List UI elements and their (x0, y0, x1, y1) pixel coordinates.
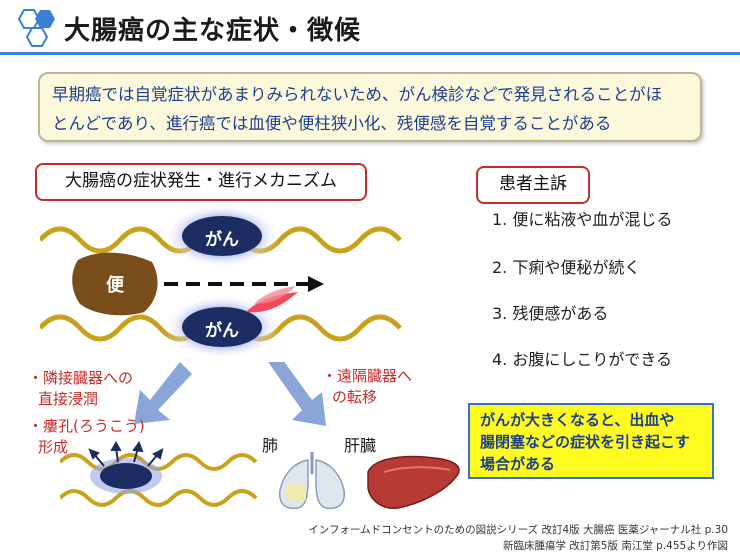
bleeding-icon (246, 292, 298, 313)
symptom-4: 4. お腹にしこりができる (492, 350, 673, 369)
spread-arrows (134, 362, 326, 426)
tumor-top (182, 216, 262, 256)
citation-line-1: インフォームドコンセントのための図説シリーズ 改訂4版 大腸癌 医薬ジャーナル社… (308, 524, 728, 536)
summary-line-1: 早期癌では自覚症状があまりみられないため、がん検診などで発見されることがほ (52, 85, 663, 104)
cancer-label-top: がん (205, 230, 239, 250)
complication-note: がんが大きくなると、出血や 腸閉塞などの症状を引き起こす 場合がある (468, 403, 714, 479)
page-title: 大腸癌の主な症状・徴候 (64, 16, 362, 46)
liver-label: 肝臓 (344, 436, 377, 455)
stool-blob (72, 252, 158, 316)
colon-diagram (40, 204, 402, 359)
fistula-diagram (60, 440, 258, 507)
stool-label: 便 (106, 275, 124, 296)
symptom-3: 3. 残便感がある (492, 304, 609, 323)
invasion-text: ・隣接臓器への 直接浸潤 (28, 369, 134, 408)
fistula-text: ・瘻孔(ろうこう) 形成 (28, 417, 145, 456)
logo-hexagons-icon (17, 9, 55, 47)
title-divider (0, 52, 740, 55)
lung-label: 肺 (262, 436, 279, 455)
note-line-1: がんが大きくなると、出血や (480, 411, 675, 429)
note-line-2: 腸閉塞などの症状を引き起こす (480, 433, 690, 451)
tumor-bottom (182, 307, 262, 347)
cancer-label-bottom: がん (205, 321, 239, 341)
citation-line-2: 新臨床腫瘍学 改訂第5版 南江堂 p.455より作図 (502, 540, 728, 552)
bleeding-icon-2 (254, 286, 296, 304)
summary-line-2: とんどであり、進行癌では血便や便柱狭小化、残便感を自覚することがある (52, 114, 612, 133)
mechanism-heading: 大腸癌の症状発生・進行メカニズム (35, 163, 367, 201)
flow-arrow-head (308, 276, 324, 292)
symptom-2: 2. 下痢や便秘が続く (492, 258, 641, 277)
lungs-icon (278, 452, 346, 510)
summary-box: 早期癌では自覚症状があまりみられないため、がん検診などで発見されることがほ とん… (38, 72, 702, 142)
metastasis-arrow-icon (268, 362, 326, 426)
liver-icon (367, 455, 460, 509)
patient-heading: 患者主訴 (476, 166, 590, 204)
invasion-arrow-icon (134, 362, 192, 424)
note-line-3: 場合がある (480, 455, 556, 473)
symptom-1: 1. 便に粘液や血が混じる (492, 210, 673, 229)
metastasis-text: ・遠隔臓器へ の転移 (322, 367, 413, 406)
fistula-tumor (100, 463, 152, 489)
